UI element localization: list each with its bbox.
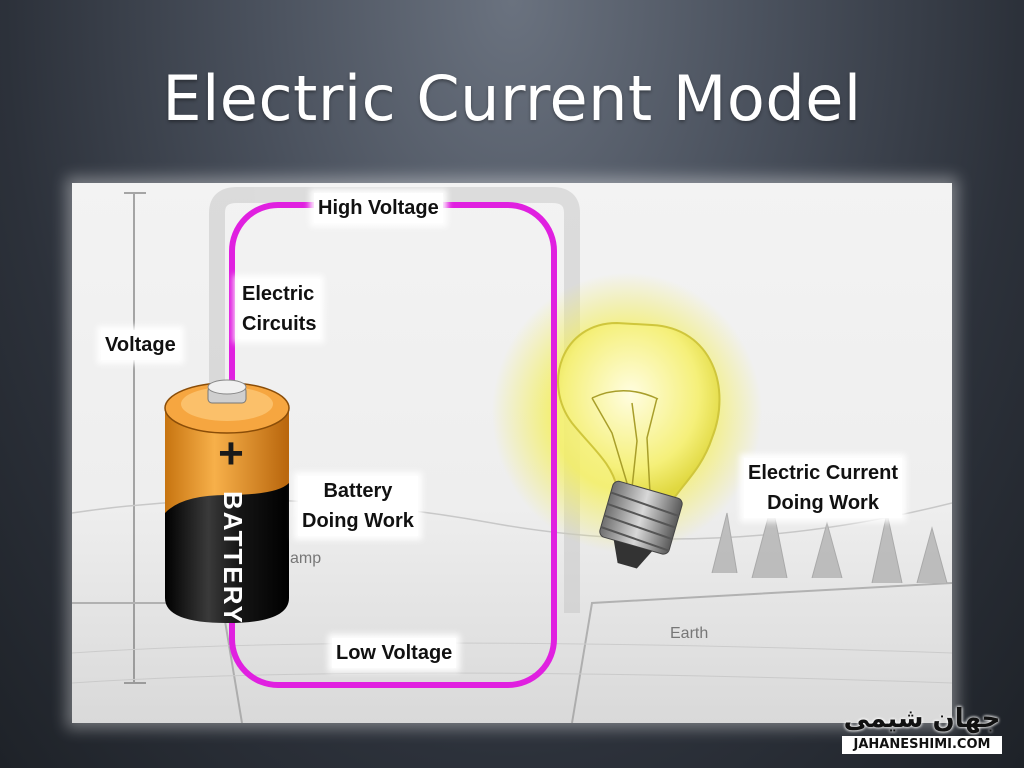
label-voltage: Voltage [101, 330, 180, 360]
label-electric-current-line1: Electric Current [748, 462, 899, 484]
battery-icon: + BATTERY [164, 379, 290, 625]
label-electric-circuits: Electric Circuits [238, 279, 321, 339]
light-bulb-icon [557, 321, 721, 569]
battery-plus-sign: + [218, 429, 244, 478]
label-battery-doing-work-line1: Battery [323, 480, 393, 502]
sketch-lamp-text: amp [290, 550, 321, 567]
label-low-voltage: Low Voltage [332, 638, 457, 668]
label-electric-circuits-line2: Circuits [242, 313, 317, 335]
battery-text: BATTERY [218, 491, 248, 625]
label-electric-current-doing-work: Electric Current Doing Work [744, 458, 903, 518]
circuit-diagram: amp Earth [72, 187, 952, 723]
label-battery-doing-work: Battery Doing Work [298, 476, 418, 536]
site-logo: جهان شیمی JAHANESHIMI.COM [842, 702, 1002, 758]
sketch-earth-text: Earth [670, 625, 708, 642]
logo-url-text: JAHANESHIMI.COM [842, 736, 1002, 754]
label-battery-doing-work-line2: Doing Work [302, 510, 414, 532]
logo-script-text: جهان شیمی [843, 704, 1001, 734]
slide-title: Electric Current Model [162, 62, 862, 135]
label-electric-current-line2: Doing Work [767, 492, 879, 514]
diagram-panel: amp Earth [72, 183, 952, 723]
label-electric-circuits-line1: Electric [242, 283, 315, 305]
label-high-voltage: High Voltage [314, 193, 443, 223]
